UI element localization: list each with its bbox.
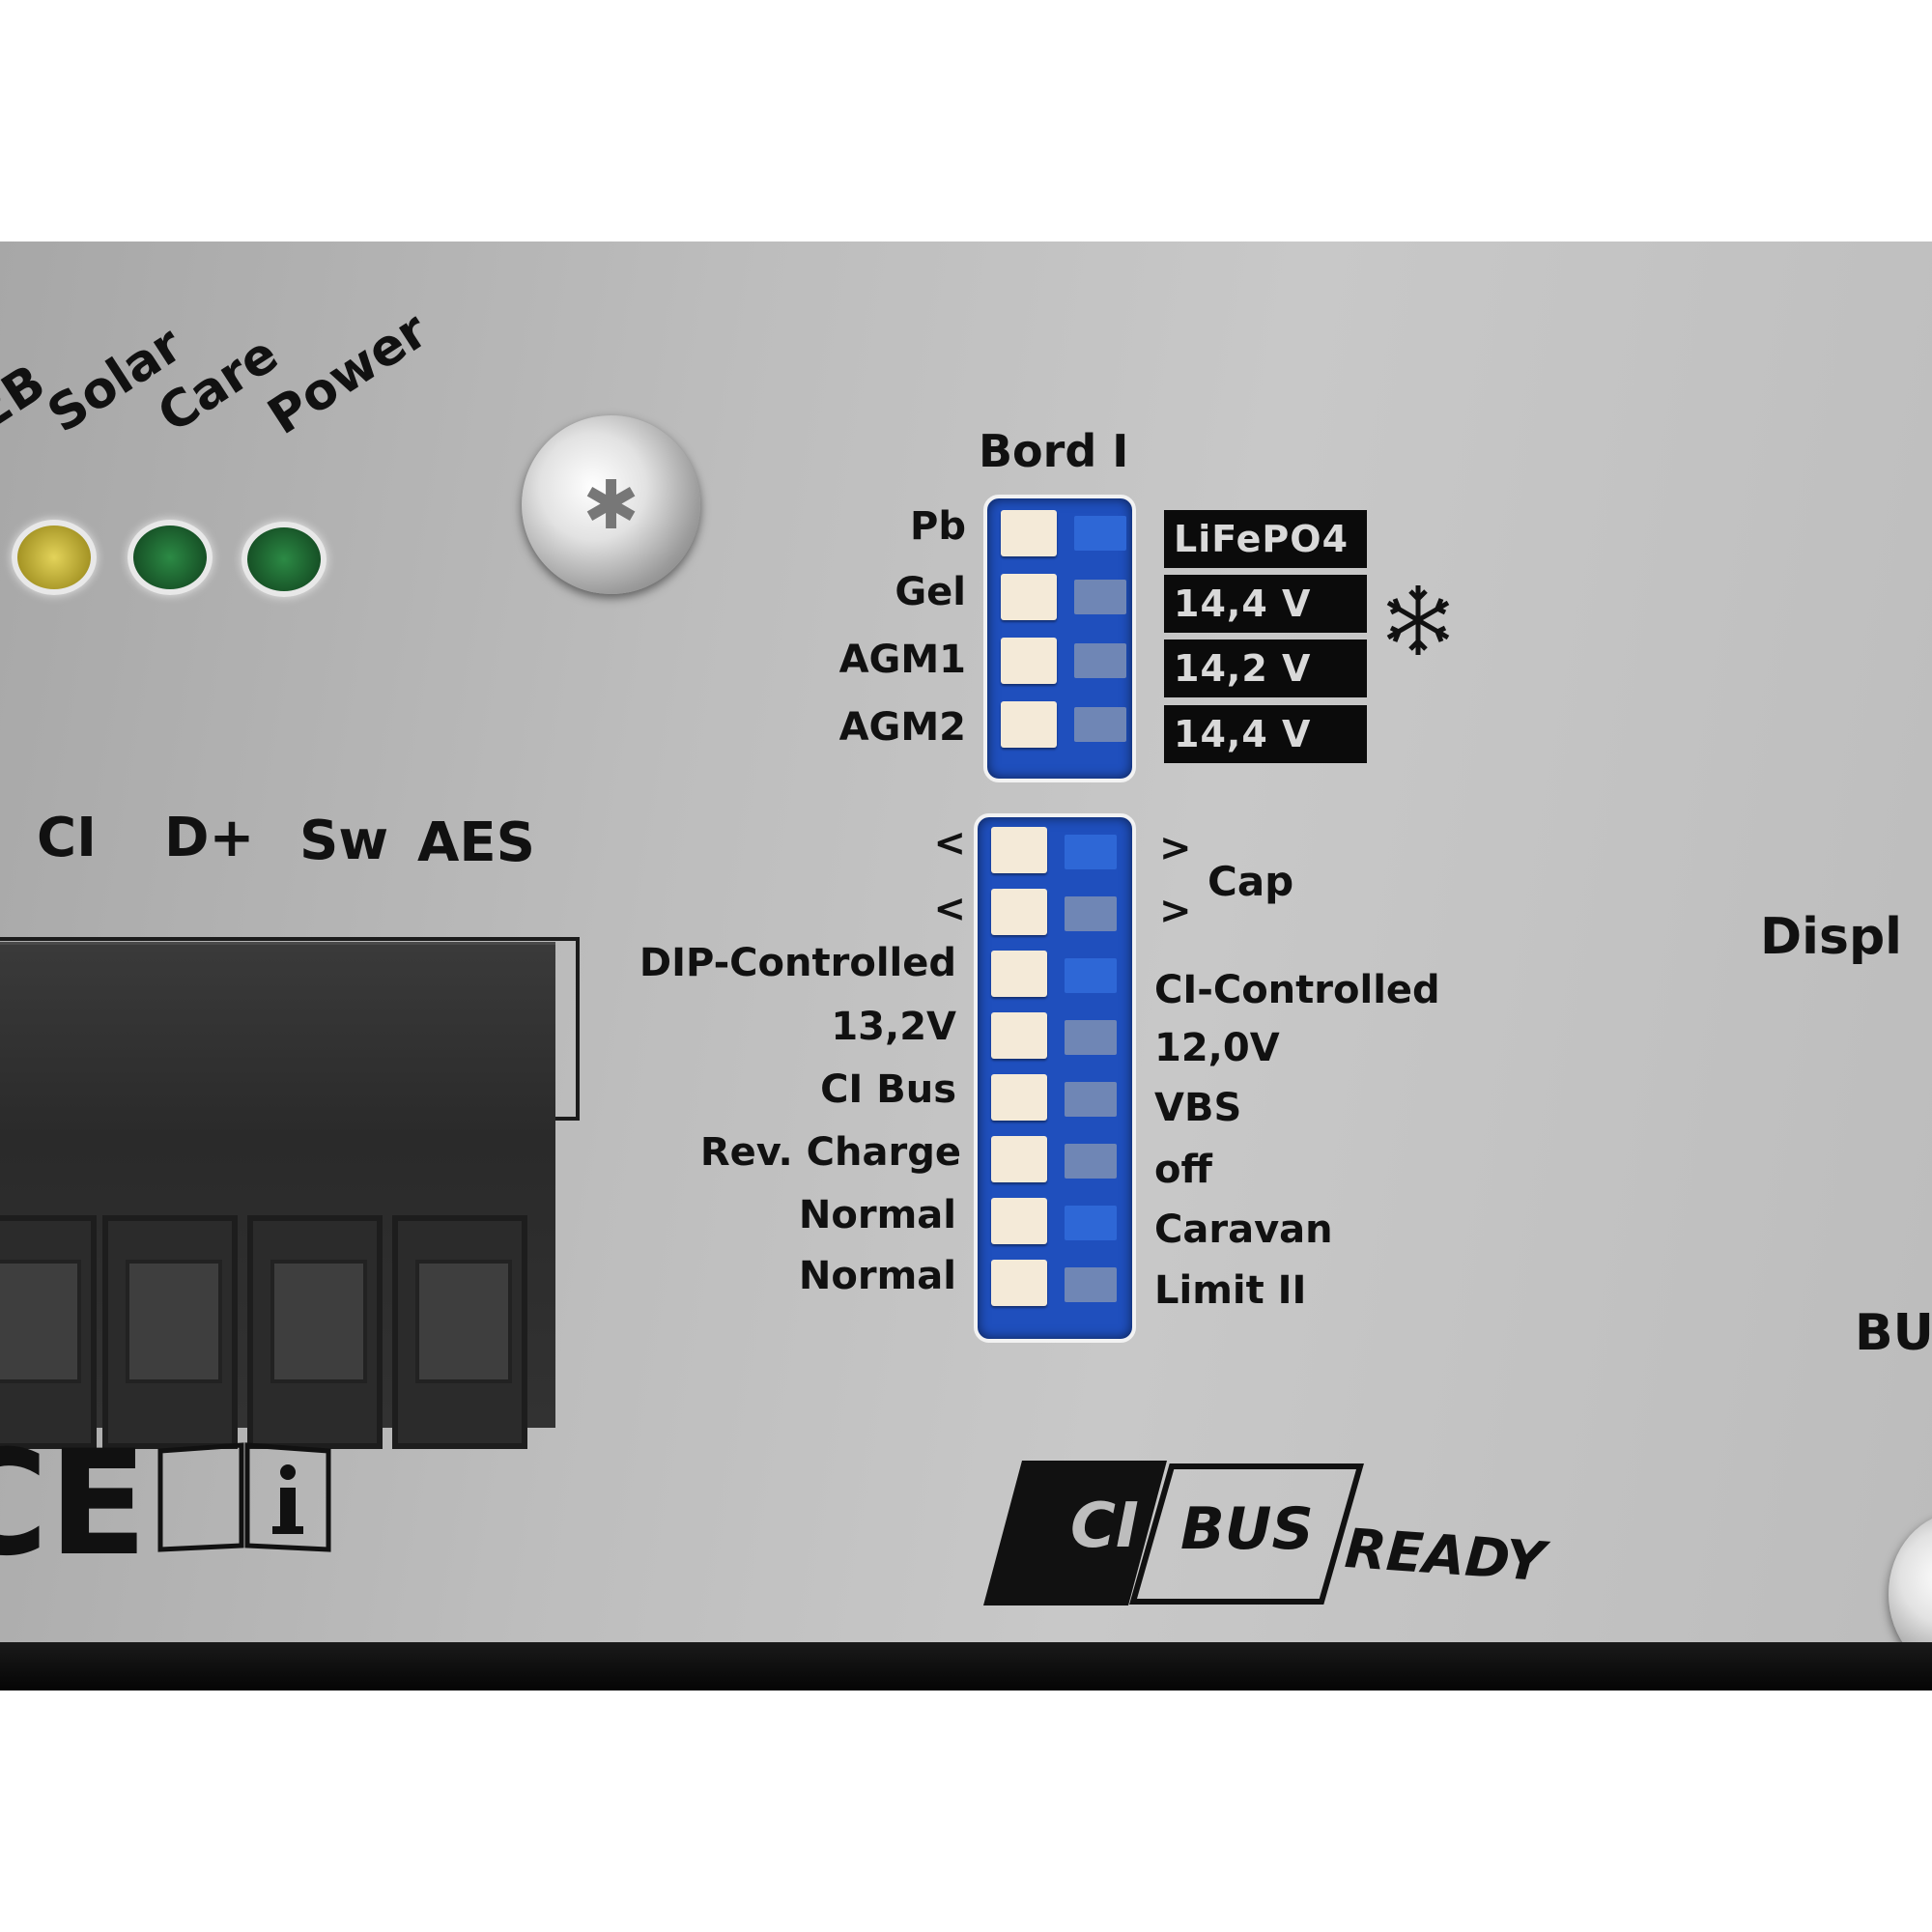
logo-bus-text: BUS xyxy=(1180,1495,1314,1563)
terminal-slot-3[interactable] xyxy=(247,1215,383,1449)
dip2-right-label-2: > xyxy=(1159,889,1192,933)
manual-info-icon xyxy=(157,1442,331,1552)
panel-screw-top: ✱ xyxy=(522,415,700,594)
dip-switch-2-1[interactable] xyxy=(991,827,1047,873)
power-led xyxy=(242,522,327,597)
bord-left-label-3: AGM1 xyxy=(838,638,966,682)
solar-led xyxy=(12,520,97,595)
dip2-left-label-3: DIP-Controlled xyxy=(639,941,956,985)
dip2-right-label-8: Limit II xyxy=(1154,1268,1307,1313)
bord-title: Bord I xyxy=(979,425,1129,477)
dip-switch-2-4[interactable] xyxy=(991,1012,1047,1059)
dip2-left-label-4: 13,2V xyxy=(831,1005,956,1049)
bord-left-label-2: Gel xyxy=(895,570,966,614)
snowflake-icon xyxy=(1386,585,1450,655)
dip2-left-label-8: Normal xyxy=(798,1254,956,1298)
dip-switch-1-4[interactable] xyxy=(1001,701,1057,748)
dip2-right-label-4: 12,0V xyxy=(1154,1026,1280,1070)
dip-switch-2-3[interactable] xyxy=(991,951,1047,997)
terminal-slot-1[interactable] xyxy=(0,1215,97,1449)
dip-switch-2-8[interactable] xyxy=(991,1260,1047,1306)
panel-bottom-shadow xyxy=(0,1642,1932,1690)
dip2-cap-label: Cap xyxy=(1208,858,1294,905)
terminal-label-dplus: D+ xyxy=(164,807,255,869)
display-label: Displ xyxy=(1760,908,1902,966)
logo-ci-text: CI xyxy=(1070,1491,1139,1562)
dip2-right-label-7: Caravan xyxy=(1154,1208,1333,1252)
dip-switch-1-1[interactable] xyxy=(1001,510,1057,556)
terminal-slot-4[interactable] xyxy=(392,1215,527,1449)
dip-switch-2-6[interactable] xyxy=(991,1136,1047,1182)
terminal-slot-2[interactable] xyxy=(102,1215,238,1449)
dip-switch-1-2[interactable] xyxy=(1001,574,1057,620)
bord-left-label-1: Pb xyxy=(910,504,966,549)
dip2-left-label-1: < xyxy=(933,821,966,866)
ci-bus-ready-logo xyxy=(983,1461,1364,1605)
dip2-left-label-7: Normal xyxy=(798,1193,956,1237)
dip-switch-2-7[interactable] xyxy=(991,1198,1047,1244)
dip2-left-label-5: CI Bus xyxy=(820,1067,956,1112)
dip2-right-label-6: off xyxy=(1154,1148,1212,1192)
device-panel: 2B Solar Care Power ✱ CI D+ Sw AES CE Bo… xyxy=(0,242,1932,1690)
terminal-label-aes: AES xyxy=(417,811,535,874)
bord-right-label-1: LiFePO4 xyxy=(1164,510,1367,568)
dip-switch-2-5[interactable] xyxy=(991,1074,1047,1121)
bord-right-label-2: 14,4 V xyxy=(1164,575,1367,633)
dip-switch-bank-2 xyxy=(974,813,1136,1343)
dip2-right-label-3: CI-Controlled xyxy=(1154,968,1440,1012)
dip2-right-label-1: > xyxy=(1159,826,1192,870)
terminal-block xyxy=(0,942,555,1449)
terminal-label-sw: Sw xyxy=(299,810,389,872)
bord-right-label-4: 14,4 V xyxy=(1164,705,1367,763)
terminal-label-ci: CI xyxy=(37,807,97,869)
dip-switch-2-2[interactable] xyxy=(991,889,1047,935)
bus-label: BU xyxy=(1855,1304,1932,1362)
torx-icon: ✱ xyxy=(582,465,639,545)
dip-switch-1-3[interactable] xyxy=(1001,638,1057,684)
ce-mark: CE xyxy=(0,1420,148,1588)
dip2-left-label-2: < xyxy=(933,887,966,931)
dip-switch-bank-1 xyxy=(983,495,1136,782)
care-led xyxy=(128,520,213,595)
dip2-right-label-5: VBS xyxy=(1154,1086,1242,1130)
bord-left-label-4: AGM2 xyxy=(838,705,966,750)
dip2-left-label-6: Rev. Charge xyxy=(699,1130,961,1175)
bord-right-label-3: 14,2 V xyxy=(1164,639,1367,697)
